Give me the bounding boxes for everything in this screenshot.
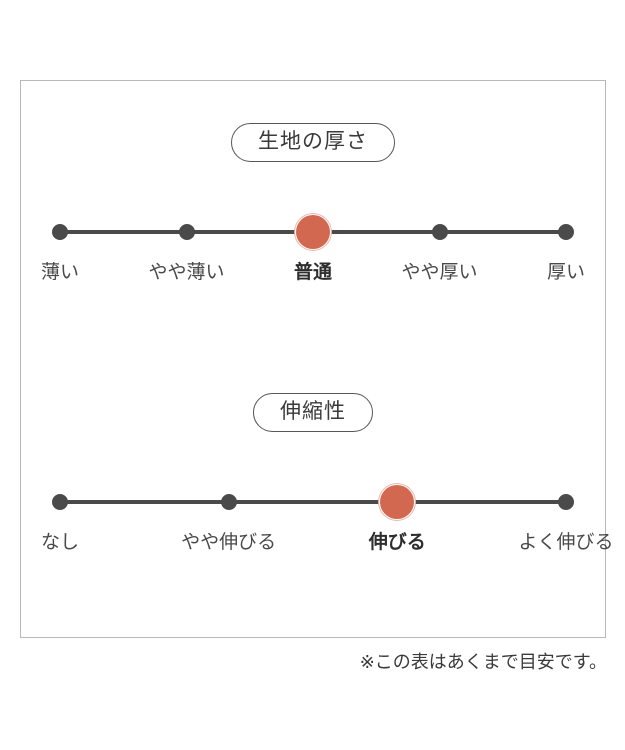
fabric-thickness-track	[52, 212, 574, 252]
stretchiness-scale: 伸縮性 なし やや伸びる 伸びる よく伸びる	[21, 393, 614, 562]
stretchiness-label-4: よく伸びる	[518, 532, 614, 553]
fabric-thickness-label-2: やや薄い	[148, 262, 225, 283]
fabric-thickness-label-5: 厚い	[546, 262, 586, 283]
fabric-thickness-dot-3-active[interactable]	[296, 215, 330, 249]
fabric-thickness-badge: 生地の厚さ	[231, 123, 395, 162]
fabric-thickness-dot-5[interactable]	[558, 224, 574, 240]
fabric-thickness-label-4: やや厚い	[401, 262, 478, 283]
stretchiness-badge: 伸縮性	[253, 393, 373, 432]
stretchiness-badge-row: 伸縮性	[21, 393, 605, 432]
fabric-thickness-badge-row: 生地の厚さ	[21, 123, 605, 162]
stretchiness-track	[52, 482, 574, 522]
fabric-thickness-scale: 生地の厚さ 薄い やや薄い 普通 やや厚い 厚い	[21, 123, 605, 292]
spec-scale-panel: 生地の厚さ 薄い やや薄い 普通 やや厚い 厚い 伸縮性	[20, 80, 614, 638]
fabric-thickness-dot-1[interactable]	[52, 224, 68, 240]
stretchiness-dot-1[interactable]	[52, 494, 68, 510]
stretchiness-dot-3-active[interactable]	[380, 485, 415, 519]
fabric-thickness-label-3-active: 普通	[293, 262, 333, 283]
stretchiness-labels: なし やや伸びる 伸びる よく伸びる	[41, 532, 614, 562]
stretchiness-dot-2[interactable]	[220, 494, 237, 510]
stretchiness-label-2: やや伸びる	[181, 532, 277, 553]
fabric-thickness-dot-2[interactable]	[178, 224, 195, 240]
stretchiness-track-line	[60, 500, 566, 504]
fabric-thickness-label-1: 薄い	[40, 262, 80, 283]
stretchiness-dot-4[interactable]	[558, 494, 574, 510]
fabric-thickness-dot-4[interactable]	[431, 224, 448, 240]
stretchiness-label-3-active: 伸びる	[368, 532, 426, 553]
footnote-text: ※この表はあくまで目安です。	[359, 652, 607, 672]
fabric-thickness-labels: 薄い やや薄い 普通 やや厚い 厚い	[41, 262, 585, 292]
stretchiness-label-1: なし	[40, 532, 80, 553]
